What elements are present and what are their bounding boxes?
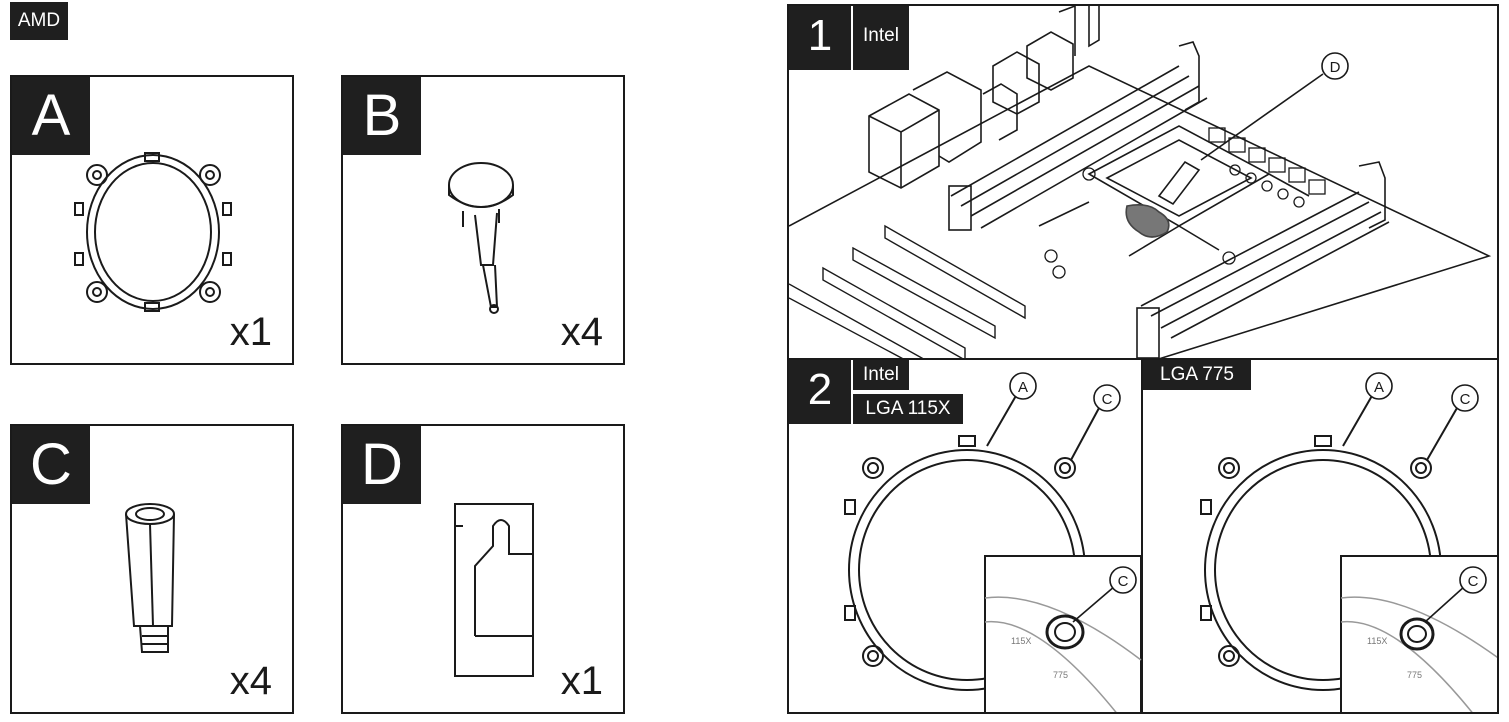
step-2-number: 2: [789, 360, 851, 424]
platform-tag-amd: AMD: [10, 2, 68, 40]
part-qty-c: x4: [229, 659, 272, 703]
push-pin-icon: [448, 162, 514, 314]
step-2-callout-a-left: A: [1018, 379, 1028, 396]
step-2-divider: [1141, 360, 1143, 712]
ring-mark-775-right: 775: [1407, 670, 1422, 680]
step-2-callout-a-right: A: [1374, 379, 1384, 396]
step-2-callout-c-left: C: [1102, 391, 1113, 408]
mounting-ring-icon: [74, 152, 232, 312]
part-panel-b: B x4: [341, 75, 625, 365]
standoff-icon: [125, 503, 175, 653]
step-2-socket-tag-115x: LGA 115X: [853, 394, 963, 424]
part-letter-c: C: [12, 426, 90, 504]
motherboard-illustration: D: [789, 6, 1492, 358]
part-letter-a: A: [12, 77, 90, 155]
step-2-callout-c-right: C: [1460, 391, 1471, 408]
step-2-socket-tag-775: LGA 775: [1143, 360, 1251, 390]
step-1-platform-tag: Intel: [853, 6, 909, 70]
step-2-panel: A C A C C 115X 775 C 115X 77: [787, 358, 1499, 714]
step-2-ring-illustration: A C A C C 115X 775 C 115X 77: [844, 372, 1497, 712]
step-2-inset-callout-c-left: C: [1118, 573, 1129, 590]
step-2-inset-callout-c-right: C: [1468, 573, 1479, 590]
ring-mark-115x-right: 115X: [1367, 636, 1387, 646]
part-qty-a: x1: [229, 310, 272, 354]
step-1-callout-d: D: [1330, 59, 1341, 76]
part-panel-c: C x4: [10, 424, 294, 714]
step-1-panel: D 1 Intel: [787, 4, 1499, 360]
ring-mark-115x-left: 115X: [1011, 636, 1031, 646]
part-qty-b: x4: [560, 310, 603, 354]
part-letter-d: D: [343, 426, 421, 504]
part-panel-d: D x1: [341, 424, 625, 714]
part-letter-b: B: [343, 77, 421, 155]
thermal-pad-icon: [454, 503, 534, 677]
part-panel-a: A x1: [10, 75, 294, 365]
part-qty-d: x1: [560, 659, 603, 703]
step-2-platform-tag: Intel: [853, 360, 909, 390]
step-1-number: 1: [789, 6, 851, 70]
ring-mark-775-left: 775: [1053, 670, 1068, 680]
